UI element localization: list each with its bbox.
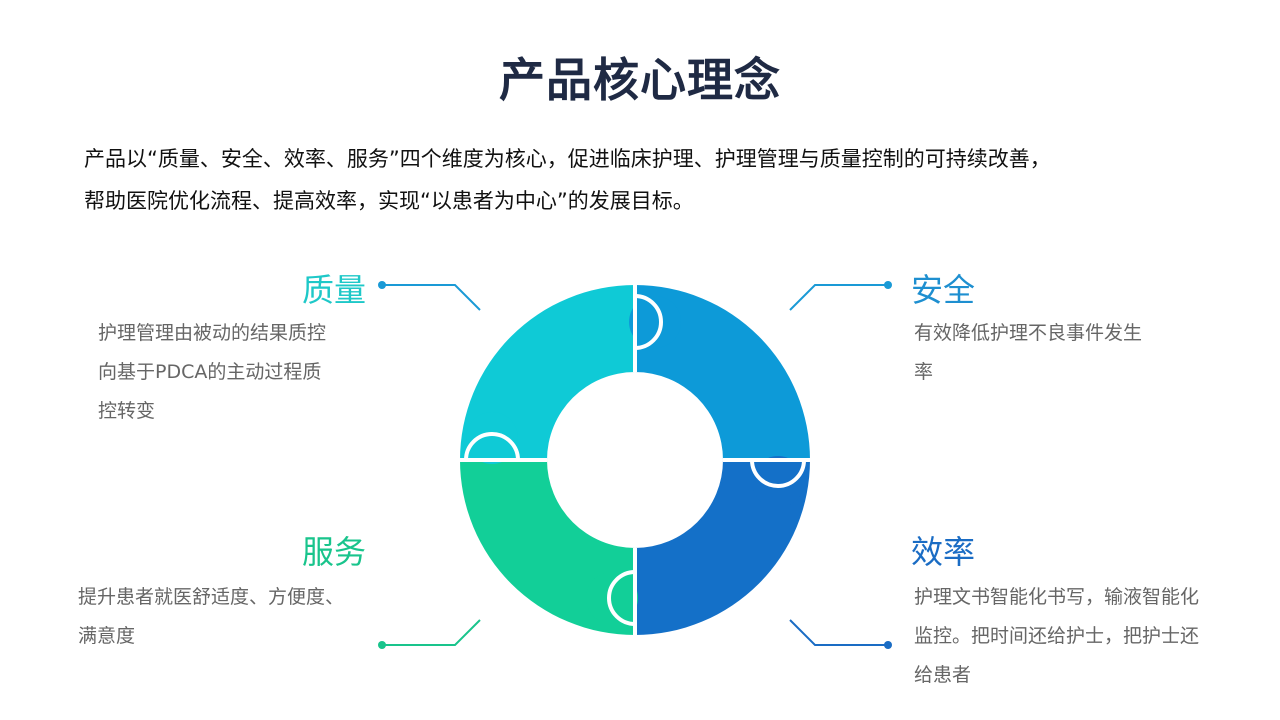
safety-desc-line: 有效降低护理不良事件发生: [914, 322, 1143, 344]
quadrant-title-quality: 质量: [302, 271, 367, 309]
quadrant-desc-efficiency: 护理文书智能化书写，输液智能化 监控。把时间还给护士，把护士还 给患者: [914, 578, 1199, 695]
quadrant-desc-safety: 有效降低护理不良事件发生 率: [914, 314, 1142, 392]
connector-quality: [378, 281, 481, 311]
quadrant-desc-quality: 护理管理由被动的结果质控 向基于PDCA的主动过程质 控转变: [98, 314, 326, 431]
intro-line-2: 帮助医院优化流程、提高效率，实现“以患者为中心”的发展目标。: [84, 189, 694, 213]
connector-service: [378, 619, 481, 649]
quality-desc-line: 控转变: [98, 400, 156, 422]
quality-desc-line: 向基于PDCA的主动过程质: [98, 361, 322, 383]
service-desc-line: 提升患者就医舒适度、方便度、: [78, 586, 345, 608]
safety-desc-line: 率: [914, 361, 934, 383]
puzzle-tab-quality: [466, 412, 518, 464]
quadrant-desc-service: 提升患者就医舒适度、方便度、 满意度: [78, 578, 344, 656]
ring-center: [549, 374, 721, 546]
efficiency-desc-line: 给患者: [914, 664, 972, 686]
intro-line-1: 产品以“质量、安全、效率、服务”四个维度为核心，促进临床护理、护理管理与质量控制…: [84, 147, 1051, 171]
efficiency-desc-line: 护理文书智能化书写，输液智能化: [914, 586, 1200, 608]
quadrant-title-service: 服务: [302, 533, 367, 571]
quality-desc-line: 护理管理由被动的结果质控: [98, 322, 327, 344]
puzzle-seams: [458, 283, 812, 637]
connector-safety: [789, 281, 892, 311]
puzzle-tab-efficiency: [752, 456, 804, 508]
page-title: 产品核心理念: [499, 53, 781, 107]
efficiency-desc-line: 监控。把时间还给护士，把护士还: [914, 625, 1200, 647]
puzzle-tab-safety: [629, 296, 681, 348]
quadrant-title-safety: 安全: [911, 271, 976, 309]
quadrant-title-efficiency: 效率: [911, 533, 976, 571]
connector-efficiency: [789, 619, 892, 649]
service-desc-line: 满意度: [78, 625, 136, 647]
puzzle-tab-service: [586, 572, 638, 624]
intro-paragraph: 产品以“质量、安全、效率、服务”四个维度为核心，促进临床护理、护理管理与质量控制…: [84, 138, 1224, 222]
